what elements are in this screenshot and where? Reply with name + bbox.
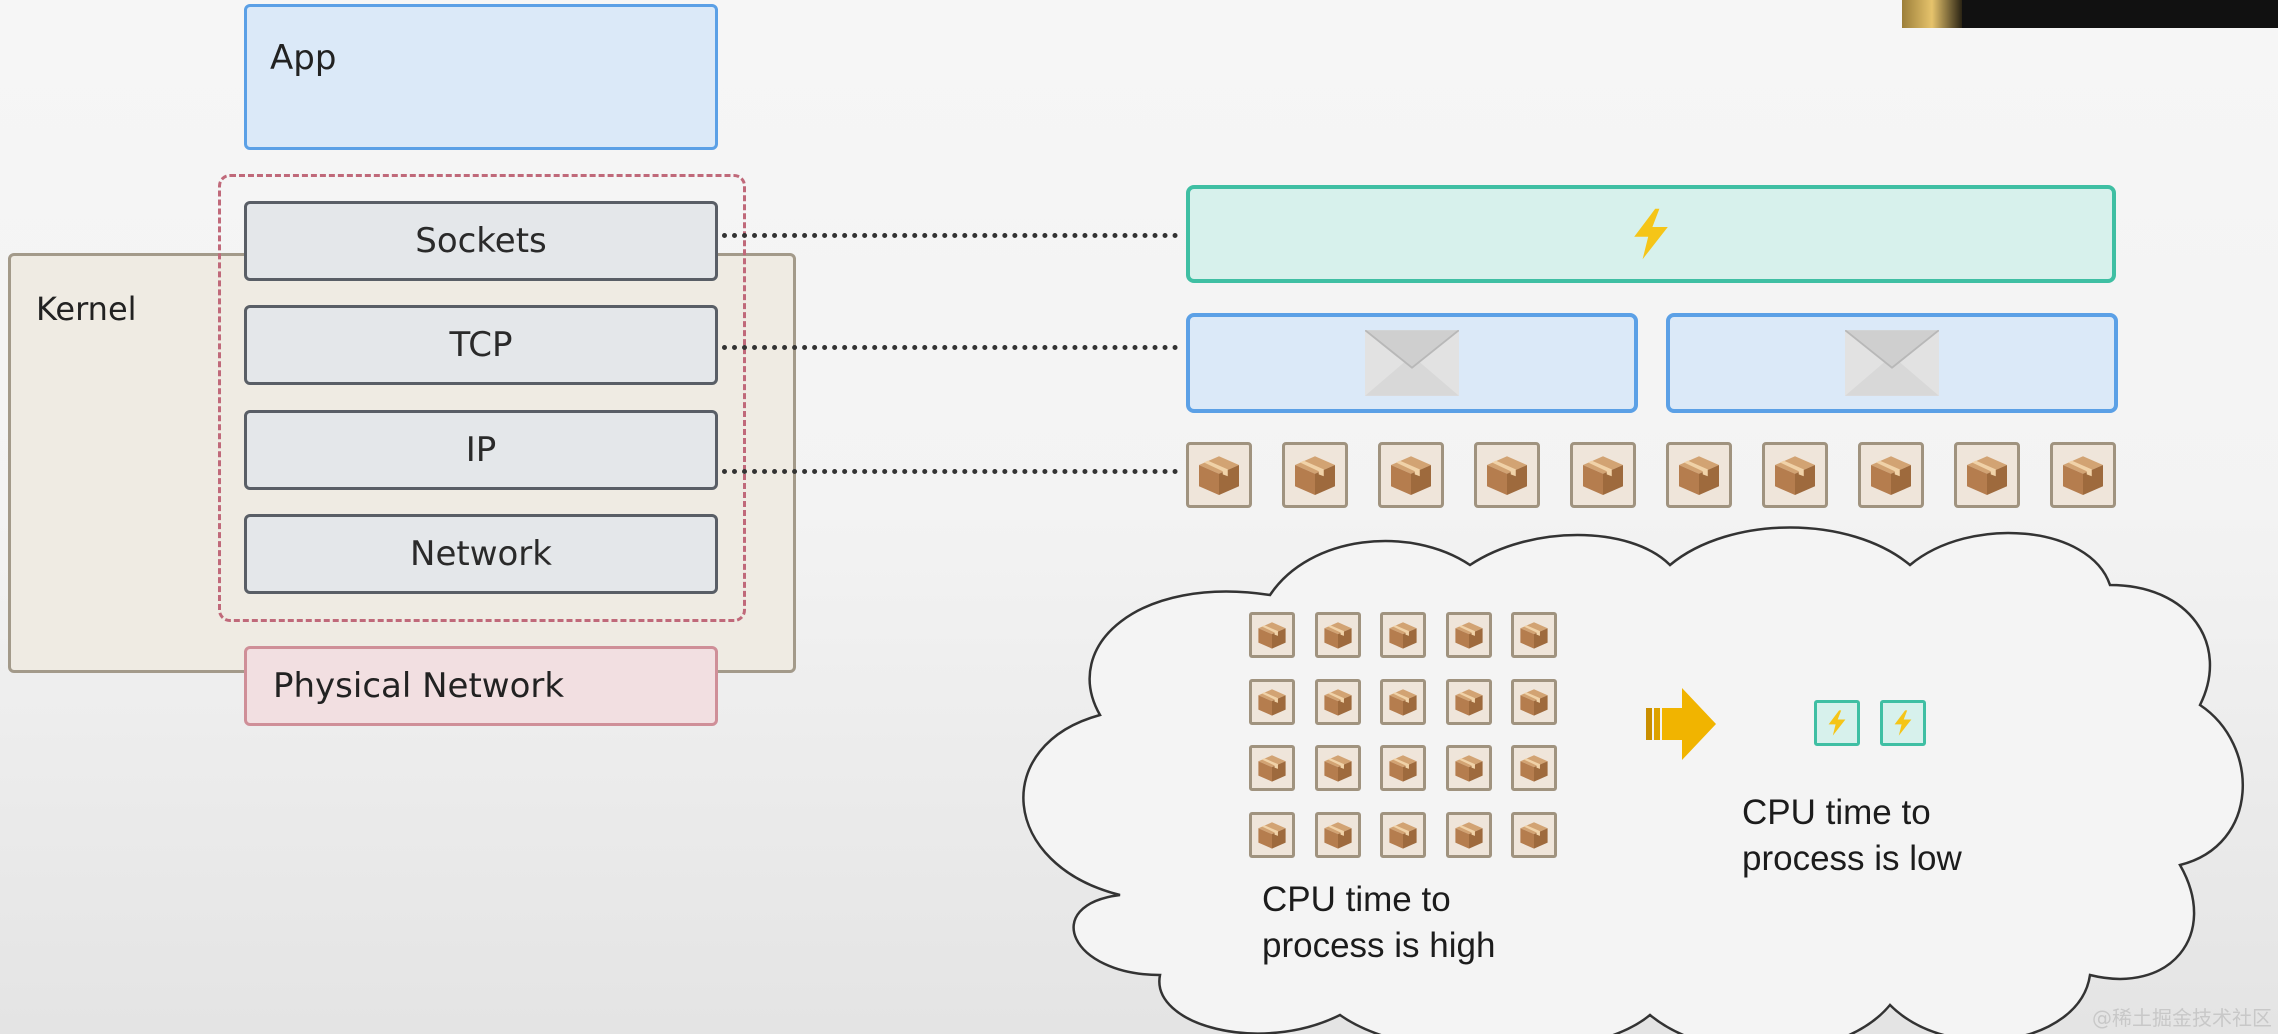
envelope-icon	[1845, 330, 1939, 396]
right-arrow-icon	[1646, 688, 1716, 760]
corner-video-thumbnail-highlight	[1902, 0, 1962, 28]
app-label: App	[270, 38, 337, 78]
package-box-icon	[1386, 685, 1420, 719]
package-box-icon	[1452, 618, 1486, 652]
physical-network-box: Physical Network	[244, 646, 718, 726]
package-box-icon	[1482, 450, 1532, 500]
cloud-packet	[1380, 678, 1426, 725]
tcp-message-1	[1186, 313, 1638, 413]
tcp-message-2	[1666, 313, 2118, 413]
cloud-packet	[1445, 811, 1492, 858]
layer-ip: IP	[244, 410, 718, 490]
watermark: @稀土掘金技术社区	[2092, 1006, 2272, 1030]
package-box-icon	[1255, 751, 1289, 785]
ip-packet	[1282, 442, 1348, 508]
package-box-icon	[1194, 450, 1244, 500]
cloud-packet	[1511, 612, 1557, 658]
package-box-icon	[1517, 751, 1551, 785]
package-box-icon	[1386, 751, 1420, 785]
package-box-icon	[1517, 818, 1551, 852]
kernel-network-stack-outline	[218, 174, 746, 622]
ip-packet	[1378, 442, 1444, 508]
package-box-icon	[1517, 618, 1551, 652]
ip-packet	[1186, 442, 1252, 508]
envelope-icon	[1365, 330, 1459, 396]
cpu-time-low-text: CPU time to process is low	[1742, 793, 1962, 878]
cloud-packet	[1314, 678, 1361, 725]
package-box-icon	[1674, 450, 1724, 500]
cloud-packet	[1249, 811, 1295, 858]
cloud-packet	[1314, 811, 1361, 858]
package-box-icon	[1452, 751, 1486, 785]
package-box-icon	[1321, 618, 1355, 652]
ip-packet	[1474, 442, 1540, 508]
package-box-icon	[1255, 818, 1289, 852]
layer-network: Network	[244, 514, 718, 594]
ip-packet	[1954, 442, 2020, 508]
cloud-packet	[1249, 612, 1295, 658]
cpu-time-high-text: CPU time to process is high	[1262, 880, 1496, 965]
lightning-bolt-icon	[1889, 708, 1917, 738]
ip-packet	[1666, 442, 1732, 508]
physical-network-label: Physical Network	[273, 666, 565, 706]
layer-tcp: TCP	[244, 305, 718, 385]
package-box-icon	[1770, 450, 1820, 500]
package-box-icon	[1321, 685, 1355, 719]
cloud-packet	[1511, 678, 1557, 725]
package-box-icon	[1386, 818, 1420, 852]
cloud-packet	[1445, 678, 1492, 725]
cloud-packet	[1511, 745, 1557, 791]
package-box-icon	[1452, 685, 1486, 719]
package-box-icon	[1452, 818, 1486, 852]
package-box-icon	[1321, 818, 1355, 852]
lightning-bolt-icon	[1823, 708, 1851, 738]
package-box-icon	[1255, 618, 1289, 652]
app-box	[244, 4, 718, 150]
socket-chunk-2	[1880, 700, 1926, 746]
ip-packet	[1858, 442, 1924, 508]
package-box-icon	[1517, 685, 1551, 719]
kernel-label: Kernel	[36, 290, 137, 328]
package-box-icon	[1255, 685, 1289, 719]
cloud-packet	[1314, 745, 1361, 791]
cloud-packet	[1380, 745, 1426, 791]
package-box-icon	[1290, 450, 1340, 500]
package-box-icon	[2058, 450, 2108, 500]
cloud-shape	[1022, 526, 2244, 1034]
package-box-icon	[1386, 450, 1436, 500]
socket-stream-bar	[1186, 185, 2116, 283]
package-box-icon	[1578, 450, 1628, 500]
ip-packet	[1570, 442, 1636, 508]
cloud-packet	[1445, 745, 1492, 791]
layer-sockets: Sockets	[244, 201, 718, 281]
corner-video-thumbnail	[1902, 0, 2278, 28]
cloud-packet	[1249, 678, 1295, 725]
package-box-icon	[1321, 751, 1355, 785]
ip-packet	[1762, 442, 1828, 508]
cloud-packet	[1314, 612, 1361, 658]
cloud-packet	[1380, 612, 1426, 658]
connector-ip	[722, 469, 1178, 474]
package-box-icon	[1962, 450, 2012, 500]
cloud-packet	[1445, 612, 1492, 658]
socket-chunk-1	[1814, 700, 1860, 746]
cloud-packet	[1249, 745, 1295, 791]
ip-packet	[2050, 442, 2116, 508]
cloud-packet	[1380, 811, 1426, 858]
cloud-packet	[1511, 811, 1557, 858]
lightning-bolt-icon	[1623, 199, 1679, 269]
package-box-icon	[1386, 618, 1420, 652]
connector-tcp	[722, 345, 1178, 350]
connector-sockets	[722, 233, 1178, 238]
package-box-icon	[1866, 450, 1916, 500]
